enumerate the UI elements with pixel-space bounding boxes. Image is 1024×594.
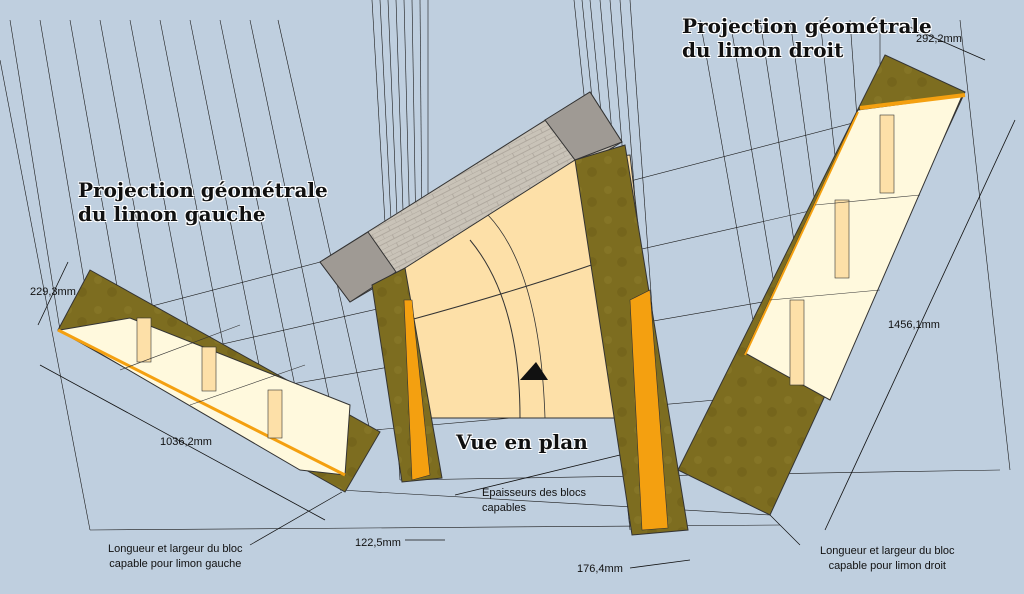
plan-view-title: Vue en plan (456, 430, 588, 454)
right-block-note-line2: capable pour limon droit (828, 560, 946, 572)
plan-view (371, 144, 689, 536)
leader-lines (249, 491, 801, 546)
thickness-note: Epaisseurs des blocs capables (482, 486, 586, 516)
center-marker-icon (520, 362, 548, 380)
right-length-dimension: 1456,1mm (888, 319, 940, 331)
left-title-line1: Projection géométrale (78, 178, 328, 202)
right-block-note: Longueur et largeur du bloc capable pour… (820, 544, 955, 574)
thickness-note-line1: Epaisseurs des blocs (482, 487, 586, 499)
right-width-dimension: 292,2mm (916, 33, 962, 45)
left-block-note-line1: Longueur et largeur du bloc (108, 543, 243, 555)
left-block-note-line2: capable pour limon gauche (109, 558, 242, 570)
left-width-dimension: 229,3mm (30, 286, 76, 298)
right-title-line2: du limon droit (682, 38, 844, 62)
left-stringer-projection (57, 269, 381, 493)
left-block-note: Longueur et largeur du bloc capable pour… (108, 542, 243, 572)
right-projection-title: Projection géométrale du limon droit (682, 14, 932, 62)
right-thickness-dimension: 176,4mm (577, 563, 623, 575)
thickness-note-line2: capables (482, 502, 527, 514)
right-title-line1: Projection géométrale (682, 14, 932, 38)
right-stringer-projection (677, 54, 966, 516)
left-projection-title: Projection géométrale du limon gauche (78, 178, 328, 226)
wall (319, 91, 623, 303)
left-title-line2: du limon gauche (78, 202, 266, 226)
left-length-dimension: 1036,2mm (160, 436, 212, 448)
right-block-note-line1: Longueur et largeur du bloc (820, 545, 955, 557)
dimension-lines (37, 24, 1016, 569)
left-thickness-dimension: 122,5mm (355, 537, 401, 549)
